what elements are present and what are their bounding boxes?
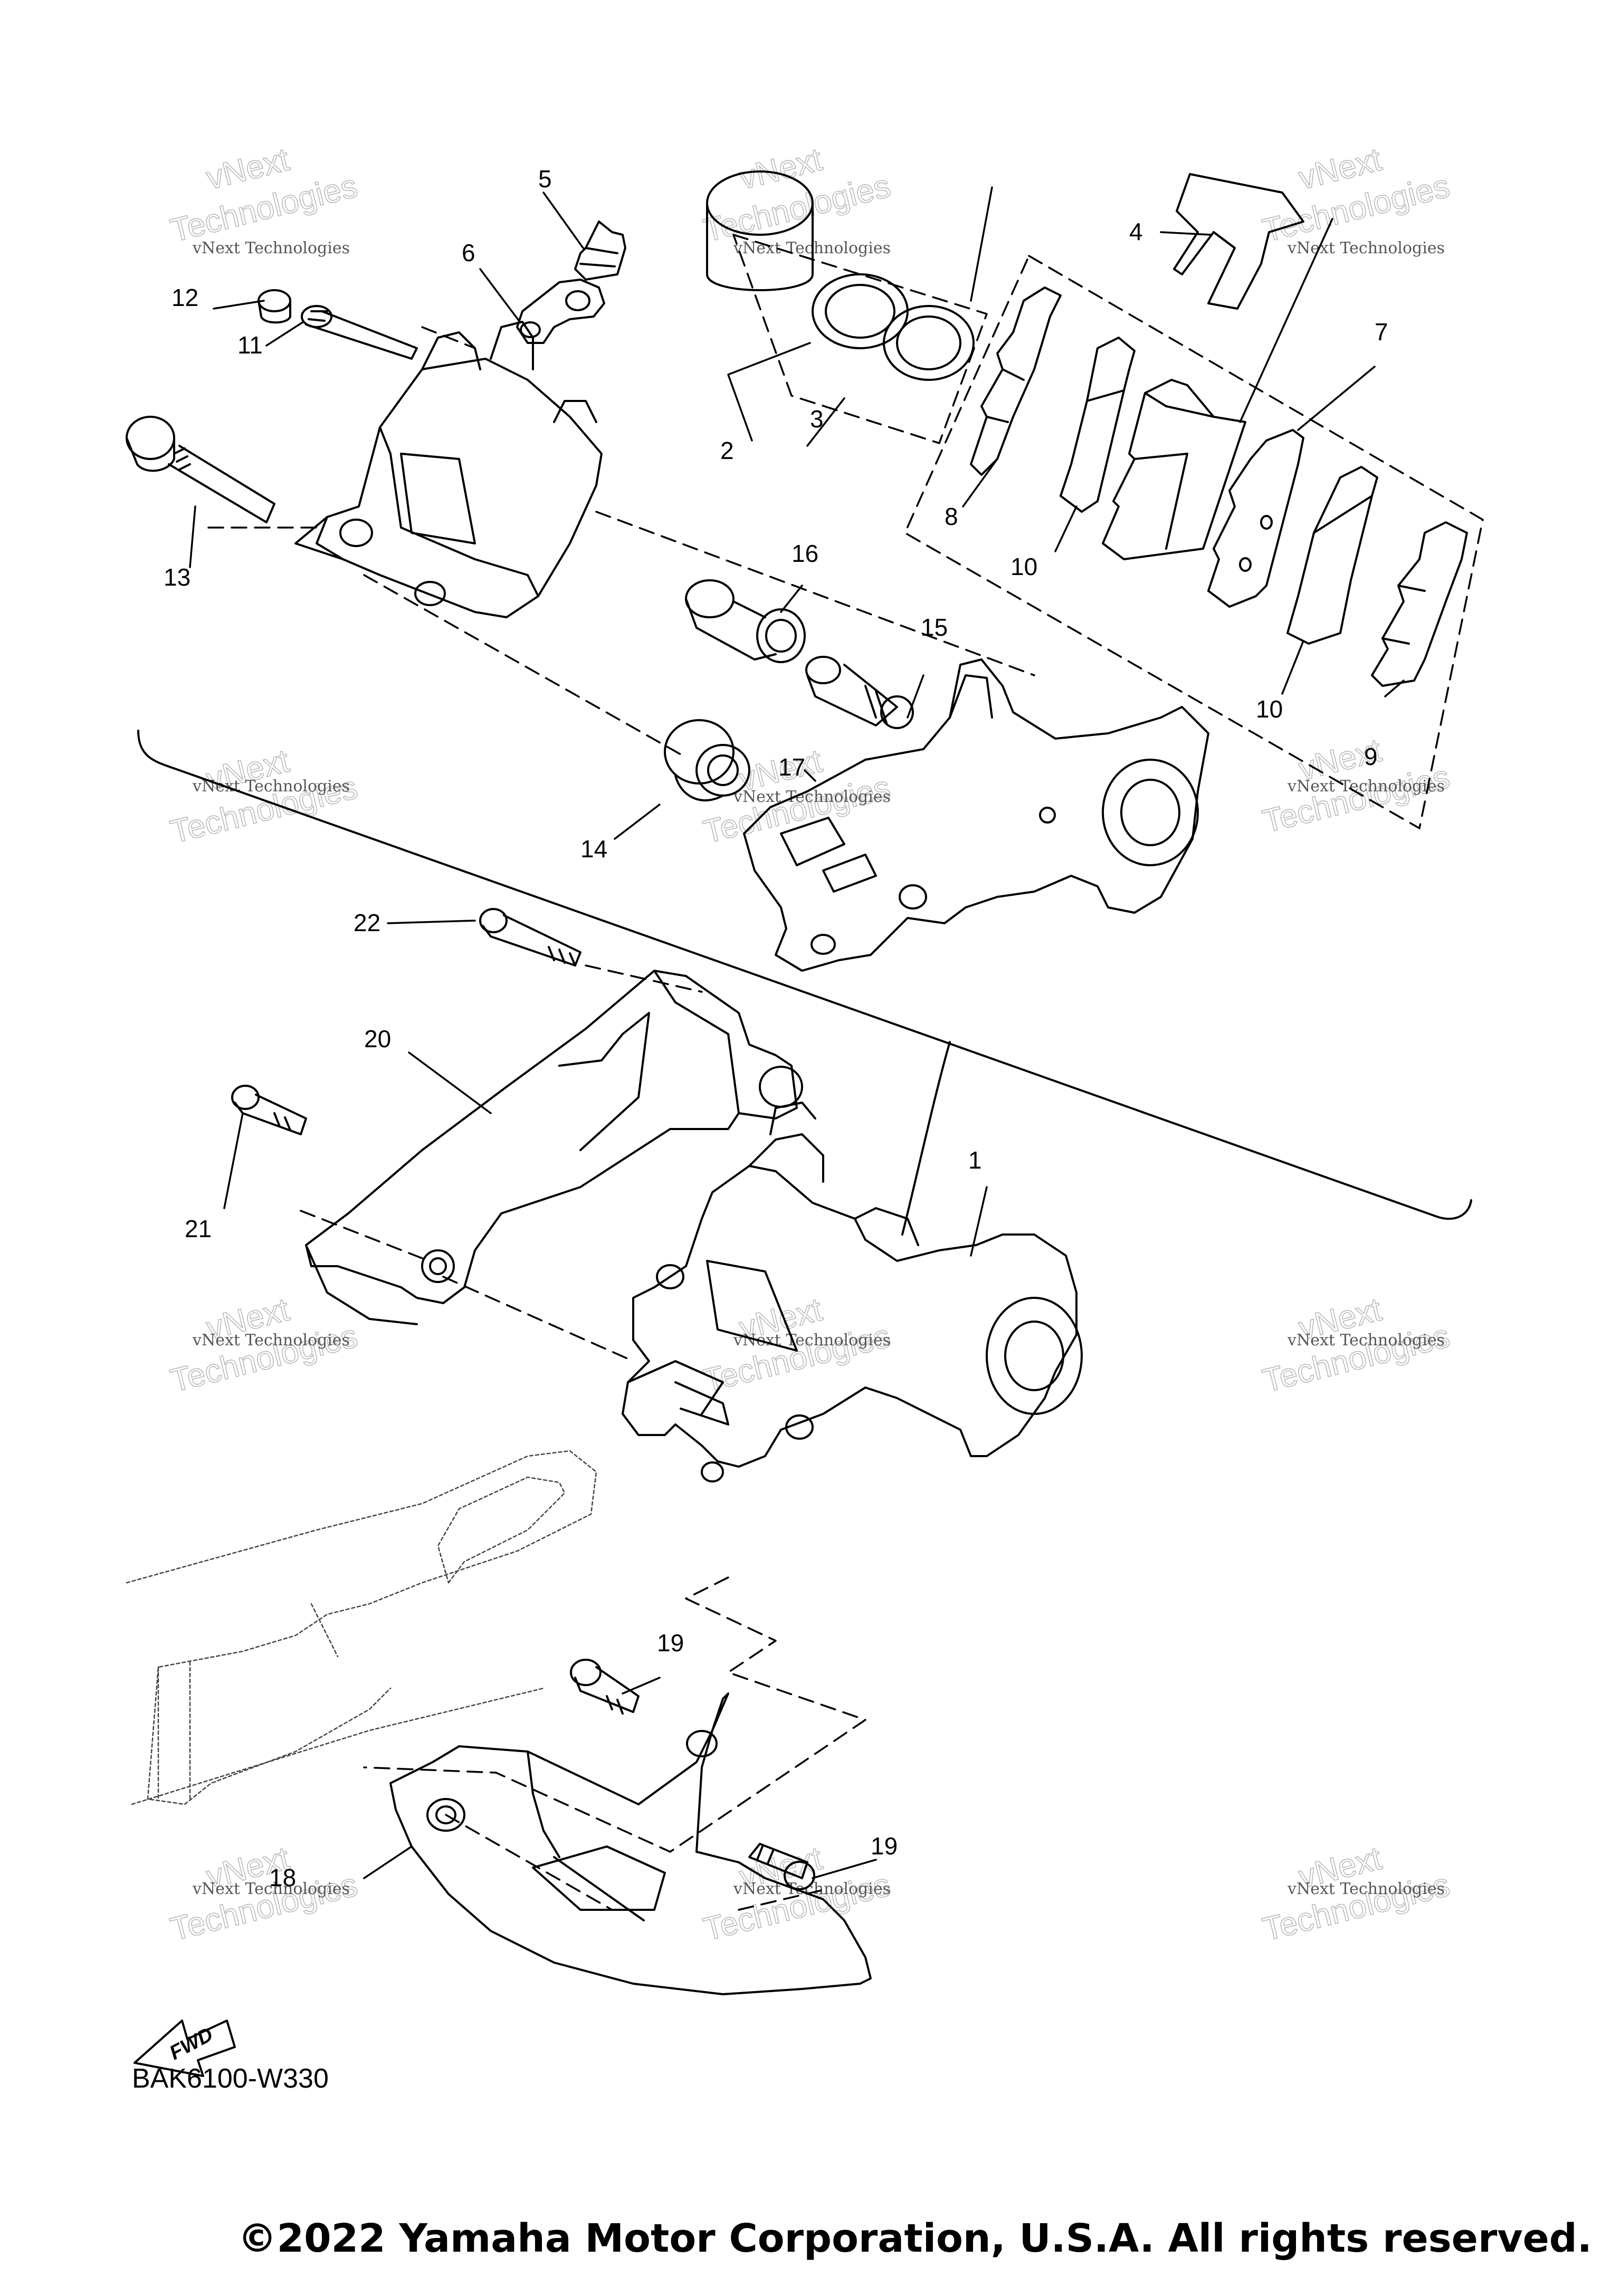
torque-arm-bolt-part xyxy=(231,1085,307,1135)
leader-lines xyxy=(189,186,1405,1879)
watermark: Technologies vNext xyxy=(700,141,894,250)
watermark-text: vNext Technologies xyxy=(1287,239,1445,257)
watermark-text: vNext Technologies xyxy=(733,788,891,806)
guard-bolt-part xyxy=(570,1659,640,1715)
callout-12: 12 xyxy=(171,284,198,311)
callout-10b: 10 xyxy=(1256,695,1283,723)
callout-6: 6 xyxy=(462,239,475,266)
assembly-bracket xyxy=(137,730,1472,1220)
callout-22: 22 xyxy=(354,909,380,936)
callout-3: 3 xyxy=(810,405,824,433)
callout-16: 16 xyxy=(792,540,818,567)
callout-7: 7 xyxy=(1375,318,1388,346)
callout-13: 13 xyxy=(164,563,190,591)
dashed-guides xyxy=(207,218,1484,1911)
pad-spring-part xyxy=(1173,173,1304,310)
callout-5: 5 xyxy=(538,165,552,193)
callout-15: 15 xyxy=(921,614,948,641)
callout-9: 9 xyxy=(1364,743,1378,770)
brake-pad-part xyxy=(1060,337,1136,513)
watermark-text: vNext Technologies xyxy=(1287,777,1445,796)
caliper-bracket-part xyxy=(743,658,1209,972)
callout-19a: 19 xyxy=(657,1629,684,1657)
callout-17: 17 xyxy=(778,753,805,781)
guard-bolt-part xyxy=(748,1843,815,1890)
callout-2: 2 xyxy=(720,437,734,464)
pad-shim-part xyxy=(970,286,1062,476)
callout-11: 11 xyxy=(237,331,263,359)
slide-pin-part xyxy=(805,656,914,729)
disc-guard-part xyxy=(389,1692,872,1995)
brake-pad-backing-part xyxy=(1102,379,1246,560)
caliper-bolt-part xyxy=(126,416,275,523)
caliper-body-part xyxy=(294,321,603,618)
callout-10a: 10 xyxy=(1010,553,1037,580)
watermark: Technologies vNext xyxy=(1259,141,1454,250)
bleed-screw-part xyxy=(574,221,626,281)
diagram-code: BAK6100-W330 xyxy=(132,2063,329,2094)
rubber-boot-part xyxy=(664,719,750,801)
caliper-assembly-part xyxy=(622,1102,1083,1482)
watermark-text: vNext Technologies xyxy=(192,777,350,796)
caliper-pin-part xyxy=(301,305,418,360)
callout-19b: 19 xyxy=(871,1832,898,1860)
swingarm-outline xyxy=(126,1450,597,1805)
piston-seal-part xyxy=(812,273,975,381)
watermark: Technologies vNext xyxy=(167,141,361,250)
callout-labels: 5 6 12 11 13 2 3 4 7 8 10 10 9 16 15 14 … xyxy=(164,165,1388,1891)
callout-8: 8 xyxy=(945,503,958,530)
banjo-fitting-part xyxy=(516,279,605,344)
pad-shim-part xyxy=(1371,521,1468,687)
watermark-text: vNext Technologies xyxy=(192,239,350,257)
watermark-text: vNext Technologies xyxy=(192,1880,350,1898)
callout-18: 18 xyxy=(269,1864,296,1891)
callout-4: 4 xyxy=(1129,218,1143,245)
watermark-text: vNext Technologies xyxy=(1287,1880,1445,1898)
brake-pad-part xyxy=(1286,466,1378,645)
copyright-notice: ©2022 Yamaha Motor Corporation, U.S.A. A… xyxy=(237,2216,1592,2261)
callout-14: 14 xyxy=(580,835,607,863)
callout-20: 20 xyxy=(364,1025,391,1053)
brake-pad-backing-part xyxy=(1207,429,1304,608)
caliper-piston-part xyxy=(706,170,814,291)
torque-arm-part xyxy=(305,970,803,1325)
bracket-bolt-part xyxy=(479,908,581,967)
assembly-bracket-stem xyxy=(901,1041,951,1236)
callout-1: 1 xyxy=(968,1146,982,1174)
bushing-part xyxy=(685,579,806,663)
watermark-text: vNext Technologies xyxy=(192,1331,350,1350)
watermark-text: vNext Technologies xyxy=(1287,1331,1445,1350)
callout-21: 21 xyxy=(185,1215,212,1242)
bleed-cap-part xyxy=(258,289,291,324)
